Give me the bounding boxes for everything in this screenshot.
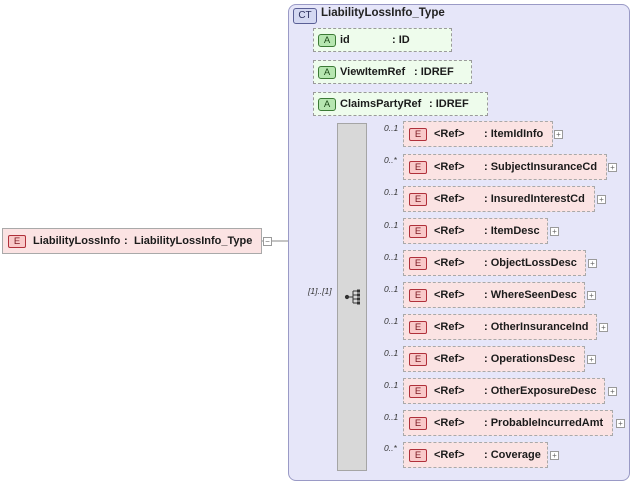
expand-icon[interactable]: + [588, 259, 597, 268]
complex-type-title: LiabilityLossInfo_Type [321, 7, 445, 19]
element-cardinality: 0..1 [384, 187, 399, 197]
root-element-name: LiabilityLossInfo [33, 235, 121, 247]
element-badge-icon: E [409, 257, 427, 270]
element-badge-icon: E [409, 449, 427, 462]
element-box-whereseendesc[interactable]: E <Ref> : WhereSeenDesc [403, 282, 585, 308]
expand-icon[interactable]: + [599, 323, 608, 332]
element-box-subjectinsurancecd[interactable]: E <Ref> : SubjectInsuranceCd [403, 154, 607, 180]
element-name: : OperationsDesc [484, 353, 576, 365]
expand-icon[interactable]: + [587, 355, 596, 364]
element-badge-icon: E [409, 321, 427, 334]
element-box-otherinsuranceind[interactable]: E <Ref> : OtherInsuranceInd [403, 314, 597, 340]
element-badge-icon: E [409, 225, 427, 238]
expand-icon[interactable]: + [597, 195, 606, 204]
element-cardinality: 0..1 [384, 380, 399, 390]
ref-tag: <Ref> [434, 128, 465, 140]
element-box-insuredinterestcd[interactable]: E <Ref> : InsuredInterestCd [403, 186, 595, 212]
element-badge-icon: E [8, 235, 26, 248]
element-name: : ItemIdInfo [484, 128, 544, 140]
attribute-badge-icon: A [318, 34, 336, 47]
ref-tag: <Ref> [434, 161, 465, 173]
element-cardinality: 0..1 [384, 412, 399, 422]
element-badge-icon: E [409, 128, 427, 141]
element-name: : WhereSeenDesc [484, 289, 577, 301]
expand-icon[interactable]: + [608, 387, 617, 396]
element-badge-icon: E [409, 353, 427, 366]
element-name: : InsuredInterestCd [484, 193, 585, 205]
element-name: : Coverage [484, 449, 541, 461]
element-box-operationsdesc[interactable]: E <Ref> : OperationsDesc [403, 346, 585, 372]
expand-icon[interactable]: + [587, 291, 596, 300]
element-box-probableincurredamt[interactable]: E <Ref> : ProbableIncurredAmt [403, 410, 613, 436]
expand-icon[interactable]: + [550, 227, 559, 236]
element-cardinality: 0..1 [384, 284, 399, 294]
expand-icon[interactable]: + [550, 451, 559, 460]
root-element-colon: : [124, 235, 128, 247]
element-name: : ObjectLossDesc [484, 257, 577, 269]
ref-tag: <Ref> [434, 385, 465, 397]
ref-tag: <Ref> [434, 289, 465, 301]
complex-type-badge-icon: CT [293, 8, 317, 24]
element-box-coverage[interactable]: E <Ref> : Coverage [403, 442, 548, 468]
ref-tag: <Ref> [434, 193, 465, 205]
root-element-type: LiabilityLossInfo_Type [134, 235, 253, 247]
attribute-badge-icon: A [318, 98, 336, 111]
element-name: : ItemDesc [484, 225, 540, 237]
element-cardinality: 0..1 [384, 348, 399, 358]
attribute-box-id[interactable]: A id : ID [313, 28, 452, 52]
ref-tag: <Ref> [434, 417, 465, 429]
element-name: : OtherInsuranceInd [484, 321, 589, 333]
ref-tag: <Ref> [434, 225, 465, 237]
element-name: : ProbableIncurredAmt [484, 417, 604, 429]
ref-tag: <Ref> [434, 449, 465, 461]
element-box-otherexposuredesc[interactable]: E <Ref> : OtherExposureDesc [403, 378, 605, 404]
attribute-type: : ID [392, 34, 410, 46]
element-cardinality: 0..1 [384, 316, 399, 326]
element-name: : SubjectInsuranceCd [484, 161, 598, 173]
element-name: : OtherExposureDesc [484, 385, 597, 397]
expand-icon[interactable]: + [616, 419, 625, 428]
sequence-cardinality: [1]..[1] [308, 286, 332, 296]
attribute-name: ClaimsPartyRef [340, 98, 422, 110]
element-cardinality: 0..* [384, 443, 397, 453]
element-box-itemdesc[interactable]: E <Ref> : ItemDesc [403, 218, 548, 244]
attribute-type: : IDREF [414, 66, 454, 78]
element-cardinality: 0..1 [384, 252, 399, 262]
expand-icon[interactable]: + [554, 130, 563, 139]
attribute-box-claimspartyref[interactable]: A ClaimsPartyRef : IDREF [313, 92, 488, 116]
attribute-name: ViewItemRef [340, 66, 406, 78]
root-element-box[interactable]: E LiabilityLossInfo : LiabilityLossInfo_… [2, 228, 262, 254]
element-box-itemidinfo[interactable]: E <Ref> : ItemIdInfo [403, 121, 553, 147]
sequence-icon [344, 289, 360, 305]
element-badge-icon: E [409, 289, 427, 302]
collapse-icon[interactable]: − [263, 237, 272, 246]
element-cardinality: 0..1 [384, 220, 399, 230]
expand-icon[interactable]: + [608, 163, 617, 172]
ref-tag: <Ref> [434, 321, 465, 333]
ref-tag: <Ref> [434, 353, 465, 365]
ref-tag: <Ref> [434, 257, 465, 269]
attribute-name: id [340, 34, 350, 46]
element-badge-icon: E [409, 193, 427, 206]
attribute-box-viewitemref[interactable]: A ViewItemRef : IDREF [313, 60, 472, 84]
element-badge-icon: E [409, 161, 427, 174]
attribute-type: : IDREF [429, 98, 469, 110]
element-cardinality: 0..1 [384, 123, 399, 133]
element-cardinality: 0..* [384, 155, 397, 165]
attribute-badge-icon: A [318, 66, 336, 79]
element-badge-icon: E [409, 417, 427, 430]
element-box-objectlossdesc[interactable]: E <Ref> : ObjectLossDesc [403, 250, 586, 276]
element-badge-icon: E [409, 385, 427, 398]
